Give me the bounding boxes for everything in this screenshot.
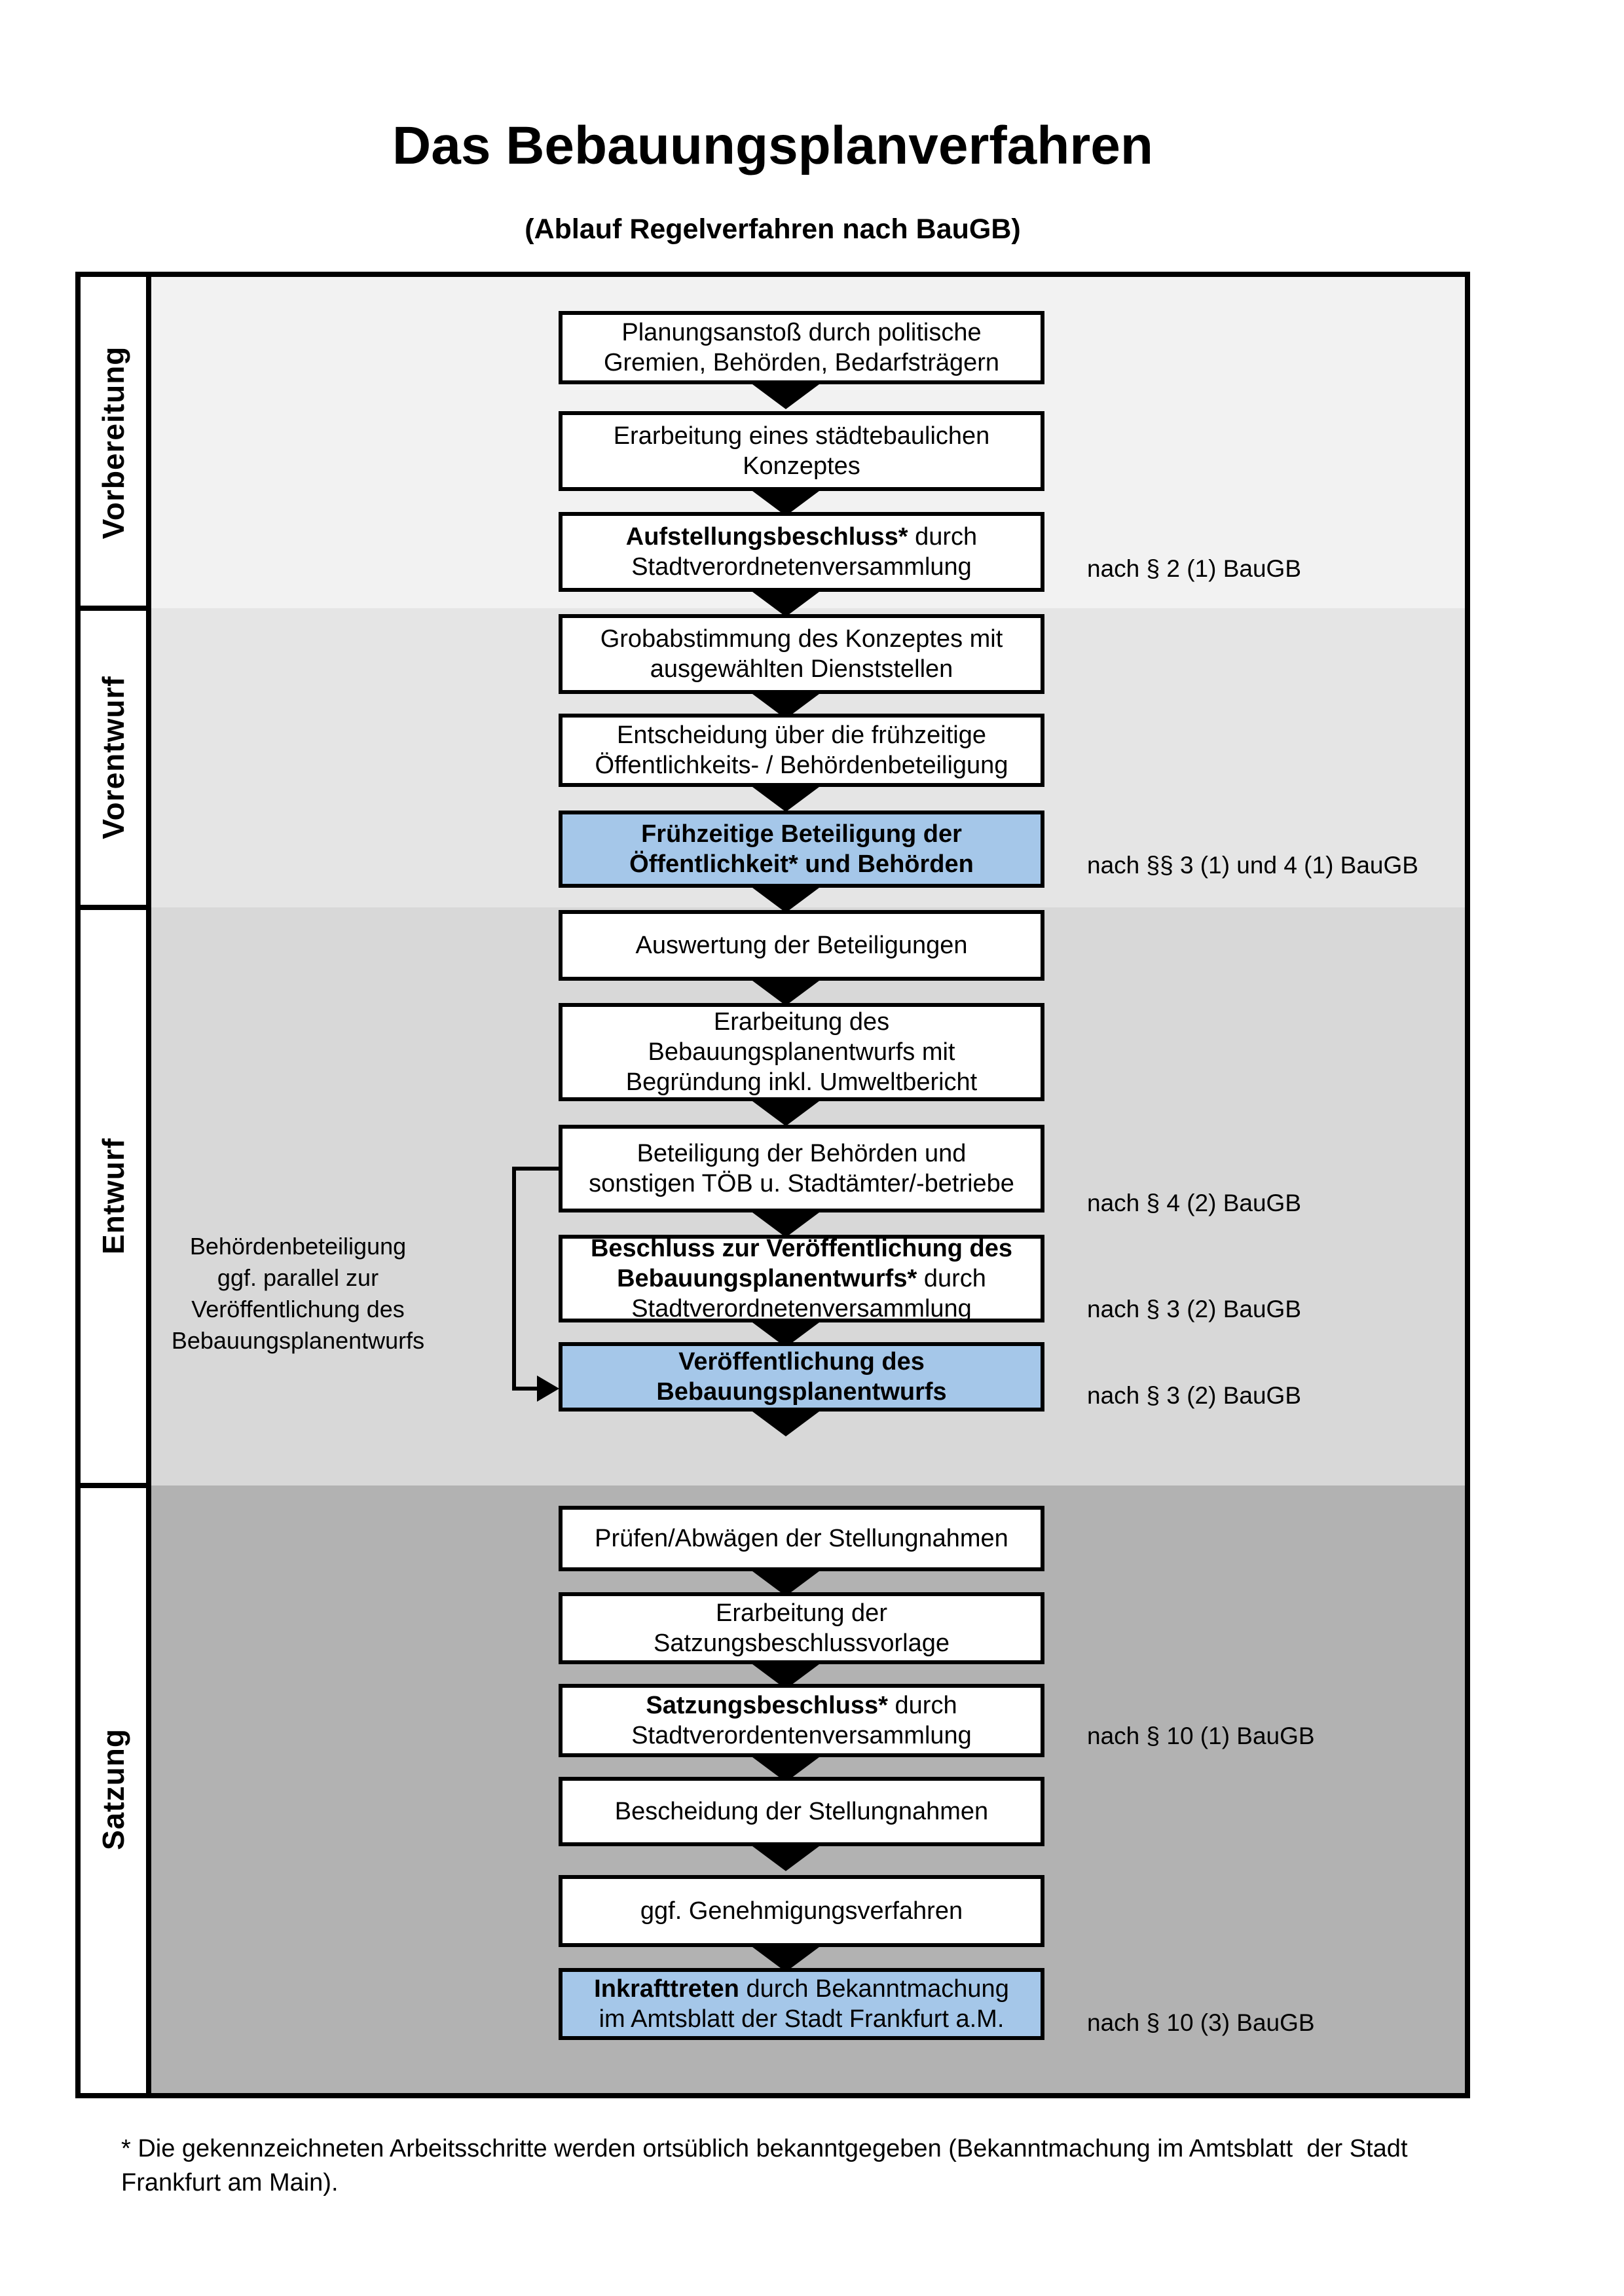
legal-ref-behoerdenbeteiligung: nach § 4 (2) BauGB [1087, 1190, 1302, 1216]
flow-arrow-down-icon [747, 977, 824, 1006]
process-box-genehmigungsverfahren: ggf. Genehmigungsverfahren [559, 1875, 1044, 1947]
process-box-inkrafttreten: Inkrafttreten durch Bekanntmachung im Am… [559, 1968, 1044, 2040]
phase-label-entwurf: Entwurf [96, 1137, 130, 1255]
parallel-connector-line [512, 1387, 540, 1391]
process-box-entscheidung-beteiligung: Entscheidung über die frühzeitige Öffent… [559, 714, 1044, 787]
process-box-pruefen-abwaegen: Prüfen/Abwägen der Stellungnahmen [559, 1506, 1044, 1571]
label-column-divider [146, 277, 151, 2093]
page-title: Das Bebauungsplanverfahren [392, 116, 1153, 175]
legal-ref-inkrafttreten: nach § 10 (3) BauGB [1087, 2009, 1315, 2036]
flow-arrow-down-icon [747, 884, 824, 913]
flow-arrow-down-icon [747, 783, 824, 812]
process-box-aufstellungsbeschluss: Aufstellungsbeschluss* durch Stadtverord… [559, 512, 1044, 592]
phase-label-satzung: Satzung [96, 1728, 130, 1850]
flow-arrow-down-icon [747, 380, 824, 409]
flow-arrow-down-icon [747, 1943, 824, 1972]
label-cell-divider [81, 606, 146, 611]
parallel-connector-line [512, 1167, 516, 1391]
legal-ref-aufstellungsbeschluss: nach § 2 (1) BauGB [1087, 555, 1302, 582]
process-box-grobabstimmung: Grobabstimmung des Konzeptes mit ausgewä… [559, 614, 1044, 694]
process-box-auswertung: Auswertung der Beteiligungen [559, 910, 1044, 981]
flow-arrow-down-icon [747, 1842, 824, 1871]
label-cell-divider [81, 1483, 146, 1488]
flow-arrow-down-icon [747, 487, 824, 516]
footnote: * Die gekennzeichneten Arbeitsschritte w… [121, 2135, 1408, 2196]
process-box-veroeffentlichung: Veröffentlichung des Bebauungsplanentwur… [559, 1342, 1044, 1412]
legal-ref-fruehzeitige-beteiligung: nach §§ 3 (1) und 4 (1) BauGB [1087, 852, 1418, 879]
legal-ref-veroeffentlichungsbeschluss: nach § 3 (2) BauGB [1087, 1296, 1302, 1322]
flow-arrow-down-icon [747, 1567, 824, 1596]
process-box-konzept: Erarbeitung eines städtebaulichen Konzep… [559, 411, 1044, 491]
process-box-erarbeitung-entwurf: Erarbeitung des Bebauungsplanentwurfs mi… [559, 1003, 1044, 1101]
phase-label-vorbereitung: Vorbereitung [96, 346, 130, 539]
page-subtitle: (Ablauf Regelverfahren nach BauGB) [525, 213, 1021, 245]
parallel-connector-line [512, 1167, 559, 1171]
process-box-fruehzeitige-beteiligung: Frühzeitige Beteiligung der Öffentlichke… [559, 811, 1044, 888]
process-box-planungsanstoss: Planungsanstoß durch politische Gremien,… [559, 311, 1044, 384]
legal-ref-veroeffentlichung: nach § 3 (2) BauGB [1087, 1382, 1302, 1409]
process-box-satzungsbeschluss: Satzungsbeschluss* durch Stadtverordente… [559, 1684, 1044, 1757]
process-box-satzungsvorlage: Erarbeitung der Satzungsbeschlussvorlage [559, 1592, 1044, 1664]
process-box-bescheidung: Bescheidung der Stellungnahmen [559, 1777, 1044, 1846]
label-cell-divider [81, 905, 146, 910]
connector-arrowhead-icon [537, 1376, 559, 1402]
flow-arrow-down-icon [747, 1408, 824, 1436]
side-note-parallel: Behördenbeteiligung ggf. parallel zur Ve… [171, 1233, 425, 1354]
flow-arrow-down-icon [747, 588, 824, 617]
flow-arrow-down-icon [747, 1209, 824, 1237]
phase-label-vorentwurf: Vorentwurf [96, 676, 130, 839]
process-box-veroeffentlichungsbeschluss: Beschluss zur Veröffentlichung des Bebau… [559, 1235, 1044, 1322]
legal-ref-satzungsbeschluss: nach § 10 (1) BauGB [1087, 1722, 1315, 1749]
flow-arrow-down-icon [747, 1097, 824, 1126]
process-box-behoerdenbeteiligung: Beteiligung der Behörden und sonstigen T… [559, 1125, 1044, 1212]
